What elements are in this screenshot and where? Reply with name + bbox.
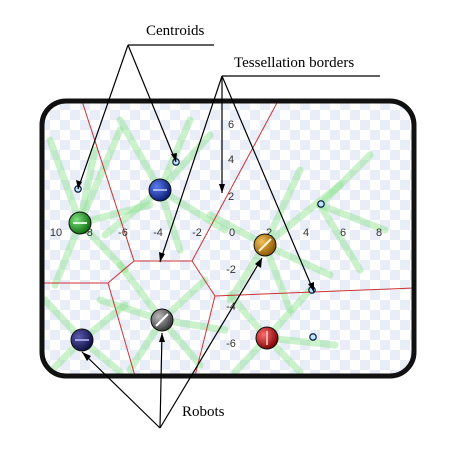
arrowhead: [159, 252, 165, 262]
robot-gray: [150, 308, 174, 332]
leader-robots-arrow: [159, 257, 263, 429]
arena-interior: 10 -8 -6 -4 -2 0 2 4 6 8 6 4 2 -2 -4 -6 …: [42, 101, 414, 376]
arrowhead: [308, 282, 314, 292]
border-segment: [107, 282, 136, 376]
x-tick: -8: [83, 227, 93, 239]
robots: [68, 178, 279, 352]
border-segment: [107, 260, 135, 284]
robot-red: [255, 326, 279, 350]
robot-orange: [253, 233, 277, 257]
y-tick: 6: [228, 119, 234, 131]
label-centroids: Centroids: [146, 23, 204, 39]
centroid-marker: [309, 333, 317, 341]
arrowhead: [159, 333, 165, 342]
leader-centroids-arrow: [77, 44, 129, 190]
leader-borders-arrow: [221, 75, 315, 293]
x-tick: 2: [266, 227, 272, 239]
label-tessellation-borders: Tessellation borders: [234, 55, 354, 71]
checker-background: [42, 101, 414, 376]
y-tick: -6: [226, 338, 236, 350]
leader-robots-arrow: [159, 332, 163, 429]
robot-navy: [70, 328, 94, 352]
arrowhead: [219, 184, 225, 193]
centroid-marker: [317, 200, 325, 208]
y-tick: -4: [226, 301, 236, 313]
arena-frame: [39, 98, 417, 379]
leader-robots-arrow: [81, 351, 161, 429]
x-tick: -4: [153, 227, 163, 239]
leader-borders-arrow: [159, 75, 223, 263]
leader-centroids-arrow: [127, 44, 177, 163]
arrowhead: [255, 258, 262, 268]
y-tick: 2: [228, 191, 234, 203]
border-segment: [194, 295, 216, 376]
border-segment: [191, 101, 279, 262]
sensor-beams: [42, 116, 389, 376]
arrowhead: [171, 153, 177, 162]
border-segment: [191, 260, 216, 297]
robot-blue: [148, 178, 172, 202]
border-segment: [81, 101, 135, 262]
x-tick: 4: [303, 227, 309, 239]
x-tick: 6: [340, 227, 346, 239]
arrowhead: [76, 180, 82, 189]
x-tick: 10: [50, 227, 62, 239]
axis-ticks: 10 -8 -6 -4 -2 0 2 4 6 8 6 4 2 -2 -4 -6 …: [50, 119, 382, 376]
x-tick: 8: [376, 227, 382, 239]
arrowhead: [82, 352, 91, 361]
x-tick: -2: [192, 227, 202, 239]
y-tick: 4: [228, 154, 234, 166]
label-robots: Robots: [182, 404, 225, 420]
x-tick: 0: [229, 227, 235, 239]
x-tick: -6: [118, 227, 128, 239]
robot-green: [68, 211, 92, 235]
y-tick: -2: [226, 264, 236, 276]
